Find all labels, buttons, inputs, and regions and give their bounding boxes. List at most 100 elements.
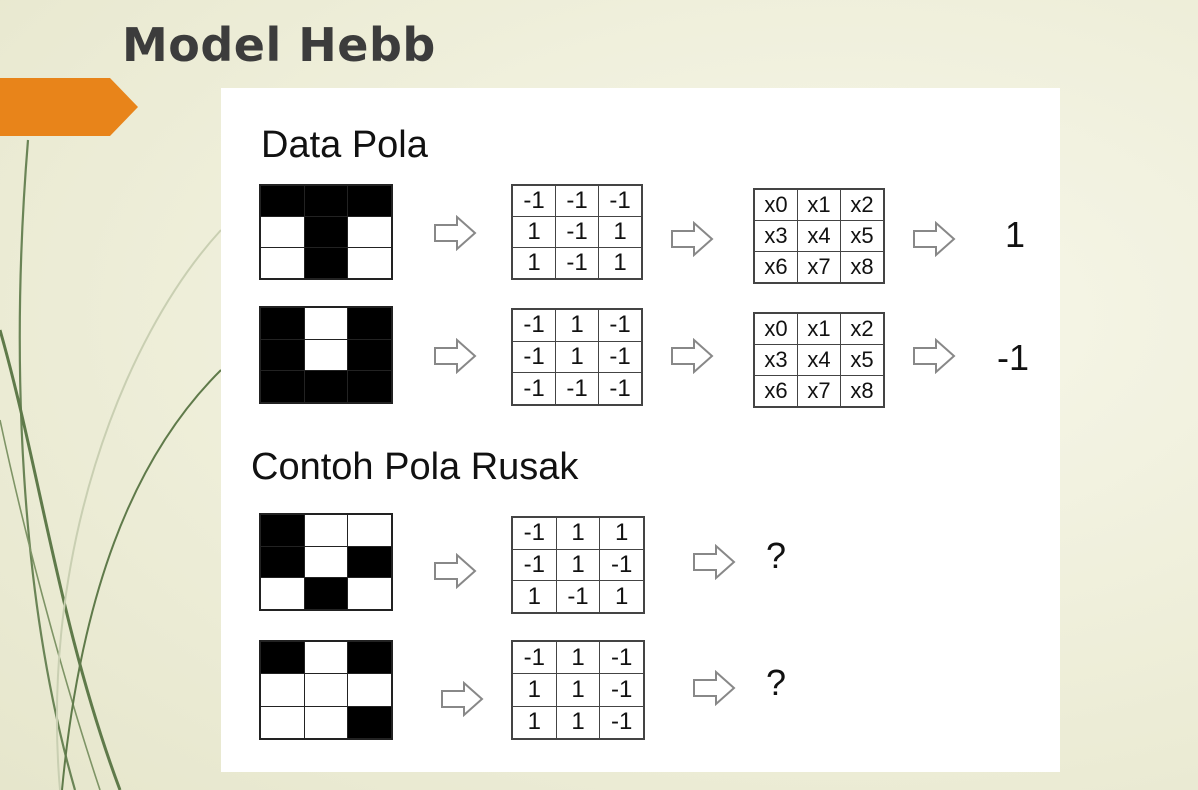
variable-cell: x0 — [755, 190, 797, 220]
hollow-right-arrow-icon — [913, 338, 956, 374]
pixel-cell — [348, 248, 391, 278]
pixel-cell — [348, 578, 391, 609]
value-cell: 1 — [599, 217, 641, 247]
pixel-cell — [261, 217, 304, 247]
slide-title: Model Hebb — [122, 18, 436, 72]
pixel-cell — [261, 642, 304, 674]
value-cell: 1 — [556, 549, 600, 581]
value-cell: -1 — [556, 186, 598, 216]
pattern-3-output: ? — [766, 535, 787, 576]
value-cell: 1 — [600, 581, 643, 612]
hollow-right-arrow-icon — [434, 215, 477, 251]
value-cell: 1 — [556, 642, 600, 674]
value-cell: -1 — [599, 186, 641, 216]
value-cell: -1 — [513, 549, 556, 581]
value-cell: 1 — [600, 518, 643, 549]
variable-cell: x2 — [841, 314, 883, 344]
pixel-cell — [261, 248, 304, 278]
section-label-damaged: Contoh Pola Rusak — [251, 446, 579, 488]
value-cell: -1 — [600, 642, 643, 674]
hollow-right-arrow-icon — [671, 338, 714, 374]
variable-cell: x6 — [755, 252, 797, 282]
pixel-cell — [304, 217, 348, 247]
pixel-cell — [348, 339, 391, 371]
pixel-cell — [348, 515, 391, 546]
pixel-cell — [261, 371, 304, 402]
pixel-cell — [304, 642, 348, 674]
variable-cell: x8 — [841, 376, 883, 406]
pattern-2-output: -1 — [997, 337, 1030, 378]
variable-cell: x1 — [798, 190, 840, 220]
pixel-cell — [261, 339, 304, 371]
pixel-cell — [261, 186, 304, 216]
pixel-cell — [304, 308, 348, 339]
variable-cell: x4 — [798, 345, 840, 375]
value-cell: -1 — [513, 310, 555, 341]
value-cell: -1 — [556, 373, 598, 404]
value-cell: -1 — [600, 549, 643, 581]
pixel-cell — [304, 515, 348, 546]
value-cell: -1 — [600, 674, 643, 706]
pattern-4-pixel-grid — [259, 640, 393, 740]
value-cell: 1 — [599, 248, 641, 278]
variable-cell: x5 — [841, 221, 883, 251]
pixel-cell — [304, 339, 348, 371]
pattern-1-pixel-grid — [259, 184, 393, 280]
pixel-cell — [304, 578, 348, 609]
pixel-cell — [348, 674, 391, 706]
variable-cell: x1 — [798, 314, 840, 344]
value-cell: -1 — [513, 642, 556, 674]
orange-accent-tab — [0, 78, 138, 136]
value-cell: 1 — [556, 706, 600, 738]
value-cell: 1 — [513, 248, 555, 278]
variable-cell: x5 — [841, 345, 883, 375]
pixel-cell — [348, 371, 391, 402]
variable-cell: x3 — [755, 221, 797, 251]
value-cell: -1 — [556, 581, 600, 612]
value-cell: -1 — [556, 217, 598, 247]
hollow-right-arrow-icon — [671, 221, 714, 257]
value-cell: -1 — [600, 706, 643, 738]
pixel-cell — [304, 546, 348, 578]
hollow-right-arrow-icon — [441, 681, 484, 717]
value-cell: 1 — [513, 581, 556, 612]
pixel-cell — [348, 308, 391, 339]
value-cell: 1 — [513, 217, 555, 247]
pixel-cell — [348, 186, 391, 216]
value-cell: -1 — [513, 373, 555, 404]
pixel-cell — [348, 642, 391, 674]
hollow-right-arrow-icon — [693, 544, 736, 580]
pattern-4-output: ? — [766, 662, 787, 703]
value-cell: 1 — [556, 518, 600, 549]
variable-cell: x0 — [755, 314, 797, 344]
value-cell: 1 — [556, 674, 600, 706]
pixel-cell — [348, 217, 391, 247]
hollow-right-arrow-icon — [913, 221, 956, 257]
pixel-cell — [261, 546, 304, 578]
pixel-cell — [304, 371, 348, 402]
pixel-cell — [261, 706, 304, 738]
pattern-3-pixel-grid — [259, 513, 393, 611]
value-cell: 1 — [556, 341, 598, 373]
value-cell: 1 — [556, 310, 598, 341]
pixel-cell — [304, 248, 348, 278]
pattern-2-pixel-grid — [259, 306, 393, 404]
pixel-cell — [304, 186, 348, 216]
variable-cell: x7 — [798, 376, 840, 406]
value-cell: 1 — [513, 706, 556, 738]
pixel-cell — [261, 515, 304, 546]
value-cell: -1 — [599, 373, 641, 404]
value-cell: -1 — [599, 341, 641, 373]
value-cell: -1 — [513, 341, 555, 373]
pattern-1-output: 1 — [1005, 214, 1026, 255]
pixel-cell — [304, 674, 348, 706]
hollow-right-arrow-icon — [434, 338, 477, 374]
